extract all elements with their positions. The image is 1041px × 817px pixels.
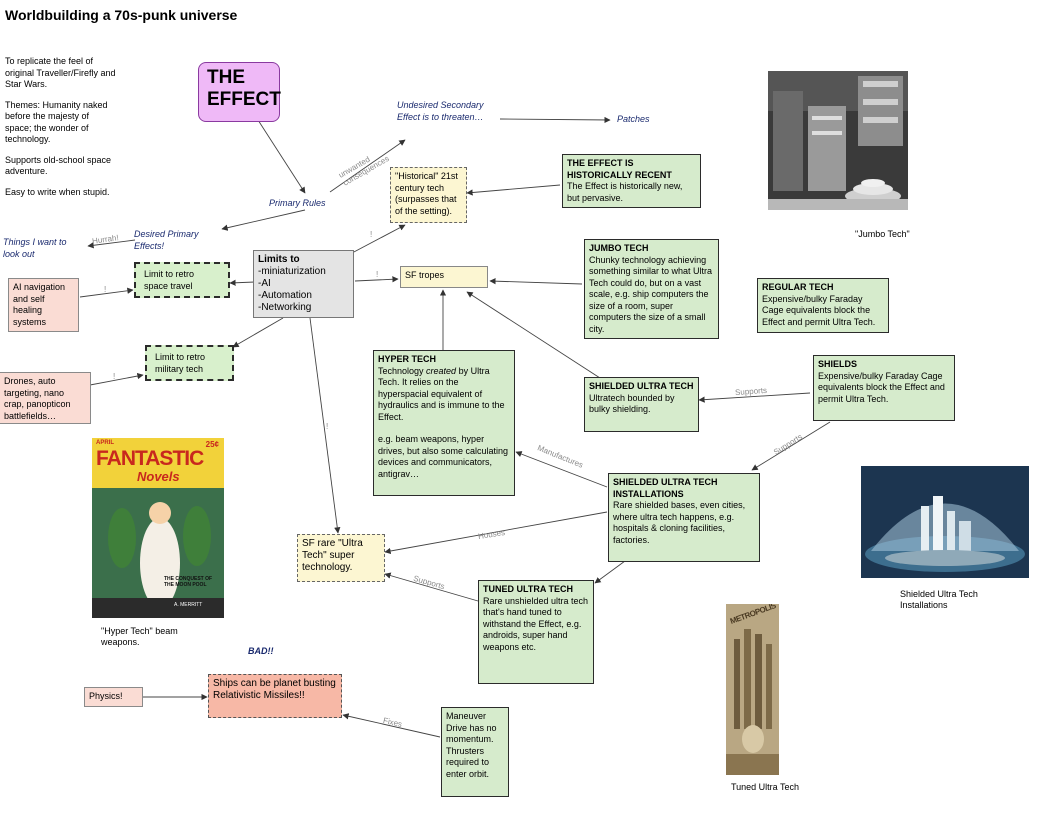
edge-drones-military [89, 372, 144, 386]
edge-label-fixes: Fixes [382, 715, 403, 730]
sf-tropes-box[interactable]: SF tropes [400, 266, 488, 288]
limits-body: -miniaturization -AI -Automation -Networ… [258, 266, 326, 313]
primary-rules-label: Primary Rules [269, 198, 326, 208]
regular-tech-box[interactable]: REGULAR TECH Expensive/bulky Faraday Cag… [757, 278, 889, 333]
drones-box[interactable]: Drones, auto targeting, nano crap, panop… [0, 372, 91, 424]
historically-recent-body: The Effect is historically new, but perv… [567, 181, 683, 203]
historical-tech-box[interactable]: "Historical" 21st century tech (surpasse… [390, 167, 467, 223]
the-effect-box[interactable]: THE EFFECT [198, 62, 281, 122]
maneuver-drive-box[interactable]: Maneuver Drive has no momentum. Thruster… [441, 707, 509, 797]
hyper-tech-caption: "Hyper Tech" beam weapons. [101, 626, 178, 647]
hyper-tech-box[interactable]: HYPER TECH Technology created by Ultra T… [373, 350, 515, 496]
edge-ainav-space [79, 287, 134, 298]
magazine-author: A. MERRITT [174, 602, 203, 608]
regular-tech-body: Expensive/bulky Faraday Cage equivalents… [762, 293, 876, 327]
hyper-tech-body-examples: e.g. beam weapons, hyper drives, but als… [378, 434, 509, 479]
shielded-ultra-tech-box[interactable]: SHIELDED ULTRA TECH Ultratech bounded by… [584, 377, 699, 432]
edge-label-manufactures: Manufactures [536, 443, 585, 470]
shielded-installations-caption: Shielded Ultra Tech Installations [900, 589, 978, 610]
edge-recent-historical [466, 184, 561, 196]
edge-label-bang-sftropes: ! [376, 270, 379, 279]
hyper-tech-title: HYPER TECH [378, 354, 437, 364]
edge-primary-desired [221, 209, 306, 231]
ships-missiles-box[interactable]: Ships can be planet busting Relativistic… [208, 674, 342, 718]
edge-label-bang-drones: ! [113, 372, 116, 381]
intro-notes: To replicate the feel of original Travel… [5, 56, 117, 198]
magazine-price: 25¢ [205, 440, 219, 449]
limits-box[interactable]: Limits to -miniaturization -AI -Automati… [253, 250, 354, 318]
shielded-installations-title: SHIELDED ULTRA TECH INSTALLATIONS [613, 477, 718, 499]
tuned-ultra-tech-caption: Tuned Ultra Tech [731, 782, 800, 792]
magazine-month: APRIL [96, 440, 114, 446]
edge-label-bang-sfrare: ! [326, 422, 329, 431]
shielded-ultra-tech-title: SHIELDED ULTRA TECH [589, 381, 694, 391]
edge-label-supports-shielded: Supports [734, 385, 768, 398]
intro-adventure: Supports old-school space adventure. [5, 154, 112, 177]
desired-effects-label: Desired Primary Effects! [134, 229, 199, 251]
edge-limits-space [229, 279, 256, 286]
shielded-ultra-tech-body: Ultratech bounded by bulky shielding. [589, 392, 675, 415]
intro-feel: To replicate the feel of original Travel… [5, 56, 116, 89]
sf-rare-ultra-tech-box[interactable]: SF rare "Ultra Tech" super technology. [297, 534, 385, 582]
edge-limits-military [232, 317, 284, 348]
tuned-ultra-tech-title: TUNED ULTRA TECH [483, 584, 573, 594]
jumbo-tech-box[interactable]: JUMBO TECH Chunky technology achieving s… [584, 239, 719, 339]
ai-navigation-box[interactable]: AI navigation and self healing systems [8, 278, 79, 332]
page-title: Worldbuilding a 70s-punk universe [5, 7, 238, 23]
edge-install-tuned [594, 560, 626, 584]
shielded-installations-body: Rare shielded bases, even cities, where … [613, 500, 746, 545]
magazine-title: FANTASTIC [96, 447, 204, 470]
edge-label-supports-tuned: Supports [412, 573, 446, 592]
edge-jumbo-sftropes [489, 278, 583, 285]
limit-space-travel-box[interactable]: Limit to retro space travel [134, 262, 230, 298]
shielded-installations-box[interactable]: SHIELDED ULTRA TECH INSTALLATIONS Rare s… [608, 473, 760, 562]
tuned-ultra-tech-poster-image: METROPOLIS [726, 604, 779, 775]
patches-label: Patches [617, 114, 650, 124]
magazine-story: THE CONQUEST OF THE MOON POOL [164, 576, 213, 588]
jumbo-tech-caption: "Jumbo Tech" [855, 229, 910, 239]
regular-tech-title: REGULAR TECH [762, 282, 834, 292]
edge-label-bang-ainav: ! [104, 285, 107, 294]
jumbo-tech-body: Chunky technology achieving something si… [589, 254, 713, 334]
hyper-tech-body-em: created [426, 365, 457, 376]
limits-title: Limits to [258, 254, 300, 265]
intro-easy: Easy to write when stupid. [5, 186, 110, 197]
edge-limits-historical [351, 224, 406, 254]
hyper-tech-magazine-image: APRIL 25¢ FANTASTIC Novels THE CONQUEST … [92, 438, 224, 618]
edge-effect-primary [257, 119, 306, 194]
bad-label: BAD!! [248, 646, 274, 656]
edge-limits-sfrare [309, 317, 341, 534]
edge-undesired-patches [499, 116, 611, 124]
limit-military-tech-box[interactable]: Limit to retro military tech [145, 345, 234, 381]
edge-label-supports-install: Supports [772, 432, 804, 457]
edge-label-bang-historical: ! [370, 230, 373, 239]
shields-box[interactable]: SHIELDS Expensive/bulky Faraday Cage equ… [813, 355, 955, 421]
hyper-tech-body-post: by Ultra Tech. It relies on the hyperspa… [378, 365, 505, 422]
historically-recent-title: THE EFFECT IS HISTORICALLY RECENT [567, 158, 672, 180]
shields-title: SHIELDS [818, 359, 858, 369]
physics-box[interactable]: Physics! [84, 687, 143, 707]
shielded-installations-image [861, 466, 1029, 578]
edge-limits-sftropes [354, 276, 399, 283]
jumbo-tech-image [768, 71, 908, 210]
historically-recent-box[interactable]: THE EFFECT IS HISTORICALLY RECENT The Ef… [562, 154, 701, 208]
tuned-ultra-tech-box[interactable]: TUNED ULTRA TECH Rare unshielded ultra t… [478, 580, 594, 684]
tuned-ultra-tech-body: Rare unshielded ultra tech that's hand t… [483, 595, 589, 652]
jumbo-tech-title: JUMBO TECH [589, 243, 649, 253]
magazine-subtitle: Novels [137, 469, 180, 484]
edge-label-houses: Houses [477, 527, 506, 542]
edge-label-hurrah: Hurrah! [91, 233, 120, 246]
hyper-tech-body-pre: Technology [378, 365, 427, 376]
things-to-look-out-label: Things I want to look out [3, 237, 67, 259]
shields-body: Expensive/bulky Faraday Cage equivalents… [818, 370, 945, 404]
intro-themes: Themes: Humanity naked before the majest… [5, 99, 108, 145]
undesired-effect-label: Undesired Secondary Effect is to threate… [397, 100, 484, 122]
